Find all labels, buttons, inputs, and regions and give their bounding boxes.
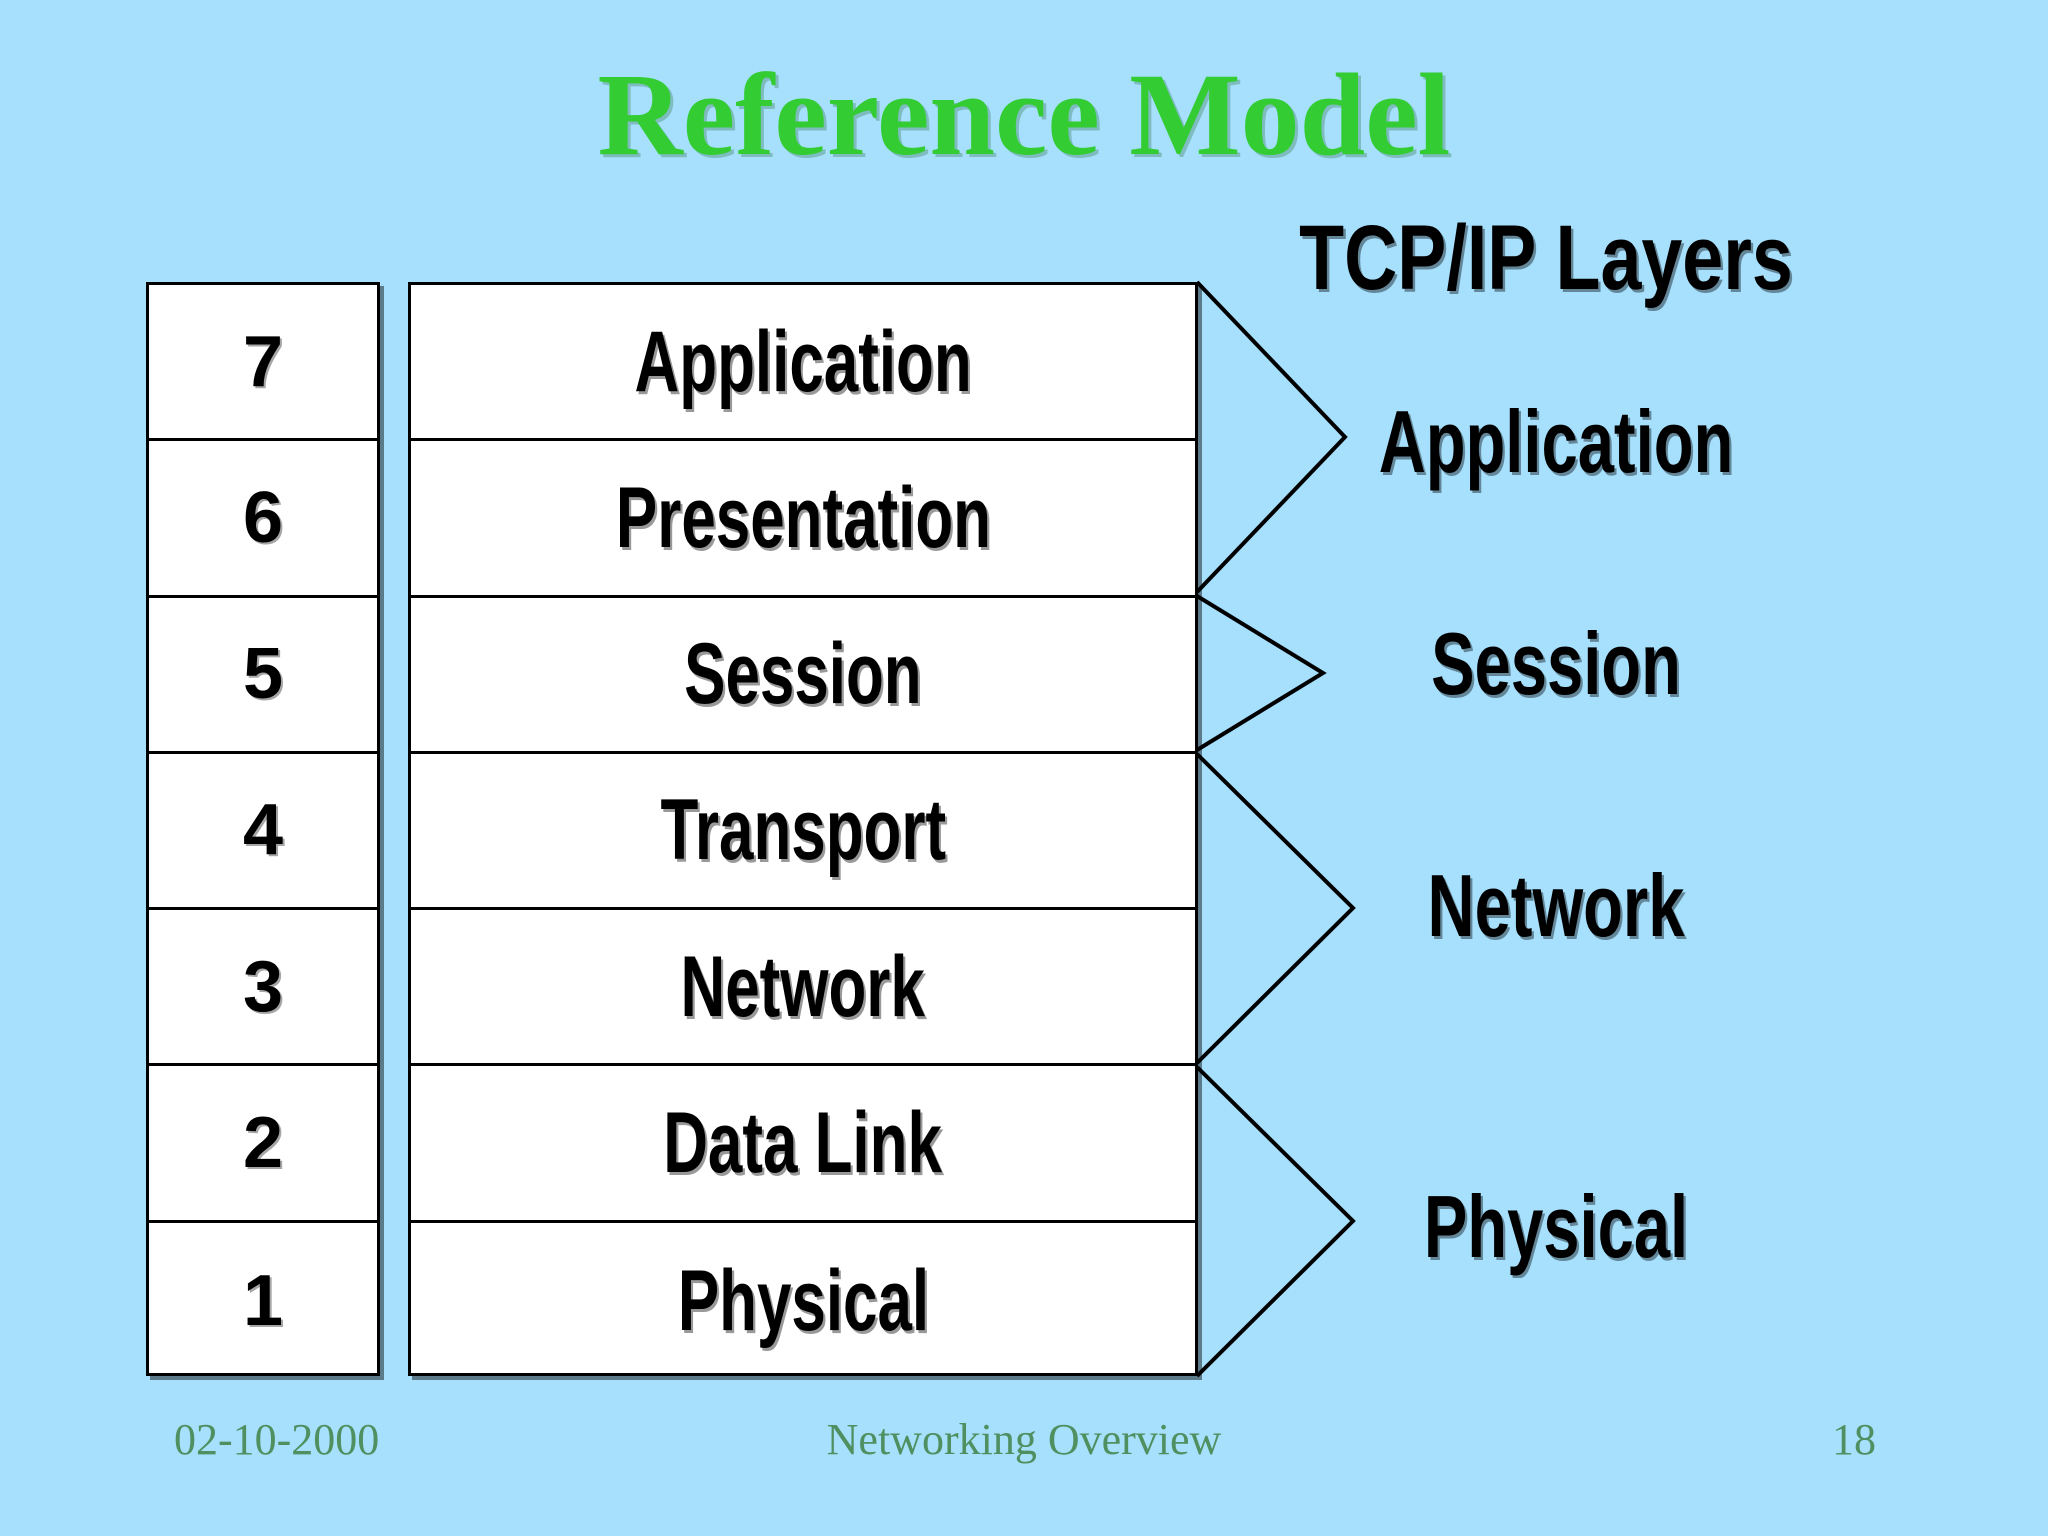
footer-date: 02-10-2000 [174,1415,380,1464]
tcpip-layer-session: Session [1431,614,1681,713]
tcpip-layer-physical: Physical [1423,1177,1689,1276]
osi-layer-row: Network [411,910,1195,1067]
bracket-physical [1195,1065,1356,1378]
osi-number-cell: 4 [149,754,377,911]
tcpip-layer-application: Application [1378,392,1734,491]
osi-layer-row: Transport [411,754,1195,911]
osi-number-column: 7 6 5 4 3 2 1 [146,282,380,1376]
osi-number-cell: 7 [149,285,377,442]
osi-number-4: 4 [242,790,284,871]
osi-name-column: Application Presentation Session Transpo… [408,282,1198,1376]
osi-number-cell: 2 [149,1066,377,1223]
osi-layer-presentation: Presentation [615,469,991,566]
osi-number-cell: 6 [149,441,377,598]
osi-layer-application: Application [634,313,972,410]
bracket-network [1195,752,1356,1065]
osi-layer-row: Presentation [411,441,1195,598]
bracket-application [1195,280,1348,594]
footer-page-number: 18 [1832,1415,1876,1464]
osi-number-cell: 1 [149,1223,377,1379]
osi-number-7: 7 [242,321,284,402]
osi-layer-network: Network [680,938,926,1035]
tcpip-layers-heading: TCP/IP Layers [1299,207,1793,309]
osi-number-1: 1 [242,1260,284,1341]
bracket-session [1195,594,1327,752]
tcpip-layer-network: Network [1427,856,1685,955]
osi-layer-data-link: Data Link [663,1095,943,1192]
osi-layer-transport: Transport [660,782,946,879]
osi-layer-row: Application [411,285,1195,442]
footer-subject: Networking Overview [826,1415,1222,1464]
osi-number-2: 2 [242,1103,284,1184]
osi-layer-physical: Physical [677,1252,929,1349]
osi-number-cell: 3 [149,910,377,1067]
osi-number-6: 6 [242,477,284,558]
osi-number-5: 5 [242,634,284,715]
page-title: Reference Model [597,49,1451,180]
grouping-brackets [1195,280,1356,1378]
osi-number-cell: 5 [149,598,377,754]
osi-number-3: 3 [242,946,284,1027]
osi-layer-row: Physical [411,1223,1195,1379]
osi-layer-row: Data Link [411,1066,1195,1223]
osi-layer-row: Session [411,598,1195,754]
osi-layer-session: Session [684,626,922,723]
